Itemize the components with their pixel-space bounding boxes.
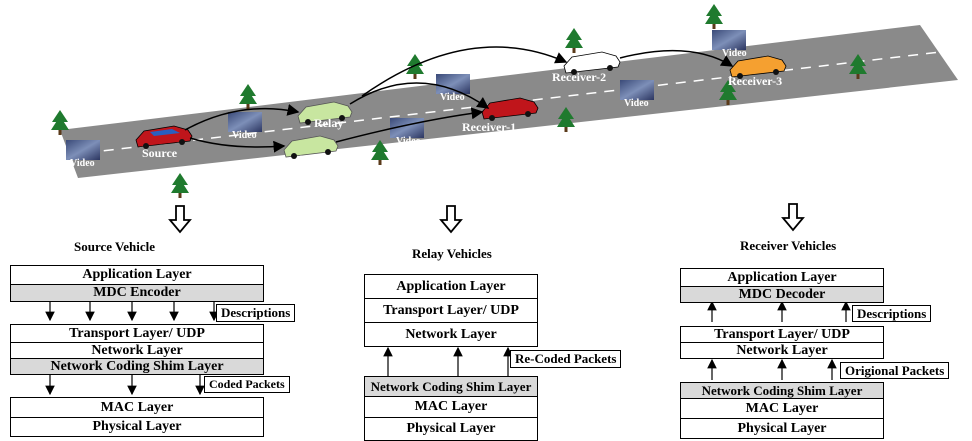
video-thumbnail — [712, 30, 746, 50]
transmission-arrow — [189, 137, 286, 153]
relay-car-icon — [297, 101, 353, 125]
source-mdc-encoder: MDC Encoder — [10, 284, 264, 302]
relay-stack-title: Relay Vehicles — [412, 246, 492, 261]
receiver-mdc-decoder: MDC Decoder — [680, 286, 884, 303]
down-arrow-icon — [439, 205, 463, 234]
receiver-stack-title: Receiver Vehicles — [740, 238, 837, 253]
video-label: Video — [70, 158, 95, 169]
receiver-application-layer: Application Layer — [680, 268, 884, 287]
tree-icon — [705, 4, 723, 29]
source-coded-packets-tag: Coded Packets — [204, 376, 290, 393]
source-stack-title: Source Vehicle — [74, 239, 156, 254]
receiver-2-label: Receiver-2 — [552, 70, 607, 84]
receiver-mac-layer: MAC Layer — [680, 398, 884, 419]
relay-application-layer: Application Layer — [364, 274, 538, 299]
source-descriptions-tag: Descriptions — [216, 304, 296, 322]
receiver-3-label: Receiver-3 — [728, 74, 783, 88]
tree-icon — [719, 80, 737, 105]
tree-icon — [557, 107, 575, 132]
source-network-coding-shim-layer: Network Coding Shim Layer — [10, 358, 264, 375]
source-network-layer: Network Layer — [10, 342, 264, 359]
receiver-transport-layer: Transport Layer/ UDP — [680, 326, 884, 343]
transmission-arrow — [361, 46, 568, 97]
relay-network-layer: Network Layer — [364, 322, 538, 347]
relay-recoded-packets-tag: Re-Coded Packets — [510, 350, 622, 368]
video-thumbnail — [66, 140, 100, 160]
tree-icon — [371, 140, 389, 165]
transmission-arrow — [619, 49, 734, 67]
relay-label: Relay — [300, 152, 330, 166]
receiver-descriptions-tag: Descriptions — [852, 305, 932, 322]
video-label: Video — [232, 130, 257, 141]
receiver-1-car-icon — [481, 97, 539, 121]
source-label: Source — [142, 146, 178, 160]
video-thumbnail — [620, 80, 654, 100]
tree-icon — [565, 28, 583, 53]
relay-network-coding-shim-layer: Network Coding Shim Layer — [364, 376, 538, 397]
video-label: Video — [624, 98, 649, 109]
video-label: Video — [722, 48, 747, 59]
tree-icon — [406, 54, 424, 79]
receiver-network-layer: Network Layer — [680, 342, 884, 359]
relay-mac-layer: MAC Layer — [364, 396, 538, 418]
transmission-arrow — [184, 104, 300, 131]
relay-physical-layer: Physical Layer — [364, 417, 538, 441]
receiver-1-label: Receiver-1 — [462, 120, 517, 134]
tree-icon — [51, 110, 69, 135]
source-mac-layer: MAC Layer — [10, 397, 264, 418]
tree-icon — [239, 84, 257, 109]
tree-icon — [849, 54, 867, 79]
tree-icon — [171, 173, 189, 198]
relay-car-icon — [283, 135, 339, 159]
down-arrow-icon — [781, 203, 805, 232]
receiver-network-coding-shim-layer: Network Coding Shim Layer — [680, 382, 884, 399]
video-label: Video — [396, 136, 421, 147]
down-arrow-icon — [168, 205, 192, 234]
relay-label: Relay — [314, 116, 344, 130]
transmission-arrow — [349, 82, 490, 109]
video-thumbnail — [228, 112, 262, 132]
source-transport-layer: Transport Layer/ UDP — [10, 324, 264, 343]
receiver-2-car-icon — [563, 51, 621, 75]
source-physical-layer: Physical Layer — [10, 417, 264, 437]
video-label: Video — [440, 92, 465, 103]
receiver-physical-layer: Physical Layer — [680, 418, 884, 439]
video-thumbnail — [436, 74, 470, 94]
receiver-original-packets-tag: Origional Packets — [840, 362, 950, 379]
transmission-arrow — [335, 107, 484, 143]
source-car-icon — [135, 125, 193, 149]
receiver-3-car-icon — [729, 55, 787, 79]
source-application-layer: Application Layer — [10, 265, 264, 285]
relay-transport-layer: Transport Layer/ UDP — [364, 298, 538, 323]
